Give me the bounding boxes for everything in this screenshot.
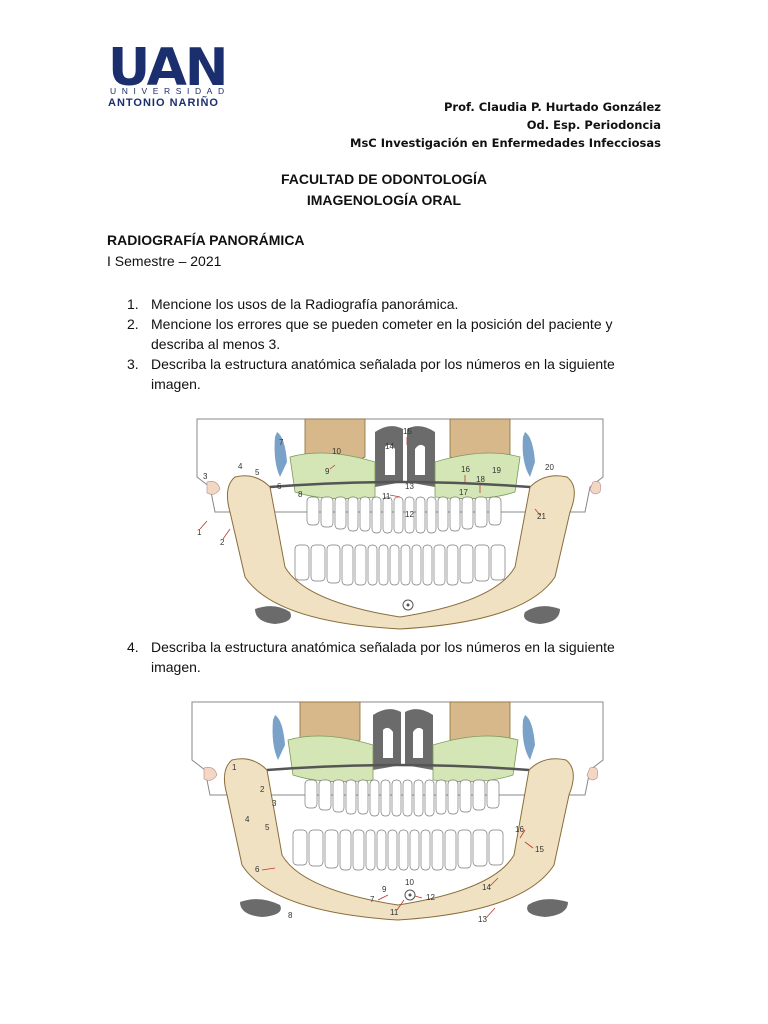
fig2-label-14: 14 [482,883,491,892]
question-list-continued: 4.Describa la estructura anatómica señal… [107,637,667,677]
course-title: IMAGENOLOGÍA ORAL [306,192,462,208]
fig1-label-2: 2 [220,538,225,547]
fig1-label-10: 10 [332,447,341,456]
fig2-label-3: 3 [272,799,277,808]
mental-foramen-marker [402,599,414,611]
panoramic-figure-2: 1 2 3 4 5 6 7 8 9 10 11 12 13 14 15 16 [191,701,604,924]
fig1-label-8: 8 [298,490,303,499]
question-item: 2.Mencione los errores que se pueden com… [127,316,613,352]
fig2-label-5: 5 [265,823,270,832]
fig2-label-9: 9 [382,885,387,894]
author-name: Prof. Claudia P. Hurtado González [444,100,661,114]
fig2-label-11: 11 [390,908,399,917]
figure1-arrows [199,437,541,540]
fig2-label-1: 1 [232,763,237,772]
hyoid-right [524,606,560,624]
fig1-label-19: 19 [492,466,501,475]
figure2-arrows [261,829,534,919]
fig1-label-16: 16 [461,465,470,474]
fig1-label-20: 20 [545,463,554,472]
author-degree: MsC Investigación en Enfermedades Infecc… [350,136,661,150]
fig1-label-7: 7 [279,438,284,447]
question-item: 1.Mencione los usos de la Radiografía pa… [127,296,459,312]
fig1-label-5: 5 [255,468,260,477]
logo-antonio-narino-text: ANTONIO NARIÑO [108,97,219,109]
lower-teeth [294,544,506,586]
question-item: 3.Describa la estructura anatómica señal… [127,356,615,392]
fig2-label-16: 16 [515,825,524,834]
maxillary-sinus-left [289,452,376,500]
fig1-label-18: 18 [476,475,485,484]
fig2-label-4: 4 [245,815,250,824]
styloid-left [274,432,287,477]
fig1-label-1: 1 [197,528,202,537]
faculty-title: FACULTAD DE ODONTOLOGÍA [280,171,488,187]
university-logo: UAN UNIVERSIDAD ANTONIO NARIÑO [108,38,250,112]
logo-university-text: UNIVERSIDAD [110,86,230,96]
panoramic-figure-1: 1 2 3 4 5 6 7 8 9 10 11 12 13 14 15 16 1… [196,418,604,630]
fig1-label-15: 15 [403,427,412,436]
fig2-label-2: 2 [260,785,265,794]
logo-wordmark: UAN [108,38,228,98]
fig2-label-12: 12 [426,893,435,902]
author-block: Prof. Claudia P. Hurtado González Od. Es… [350,98,661,152]
fig2-label-15: 15 [535,845,544,854]
figure1-number-labels: 1 2 3 4 5 6 7 8 9 10 11 12 13 14 15 16 1… [197,427,554,547]
fig2-label-7: 7 [370,895,375,904]
section-title: RADIOGRAFÍA PANORÁMICA [107,232,305,248]
semester-text: I Semestre – 2021 [107,253,222,269]
fig2-label-10: 10 [405,878,414,887]
fig1-label-13: 13 [405,482,414,491]
fig1-label-6: 6 [277,482,282,491]
styloid-right [522,432,535,477]
fig1-label-17: 17 [459,488,468,497]
palate-line [269,480,531,489]
question-item: 4.Describa la estructura anatómica señal… [127,639,615,675]
fig2-label-8: 8 [288,911,293,920]
fig2-label-6: 6 [255,865,260,874]
mandible-shape [226,475,575,630]
figure2-number-labels: 1 2 3 4 5 6 7 8 9 10 11 12 13 14 15 16 [232,763,544,924]
fig1-label-14: 14 [385,442,394,451]
fig1-label-9: 9 [325,467,330,476]
fig1-label-3: 3 [203,472,208,481]
hyoid-left [255,606,291,624]
fig1-label-21: 21 [537,512,546,521]
author-specialty: Od. Esp. Periodoncia [526,118,661,132]
fig1-label-4: 4 [238,462,243,471]
upper-teeth [306,496,502,534]
fig2-label-13: 13 [478,915,487,924]
fig1-label-11: 11 [382,492,391,501]
question-list: 1.Mencione los usos de la Radiografía pa… [107,294,667,394]
fig1-label-12: 12 [405,510,414,519]
